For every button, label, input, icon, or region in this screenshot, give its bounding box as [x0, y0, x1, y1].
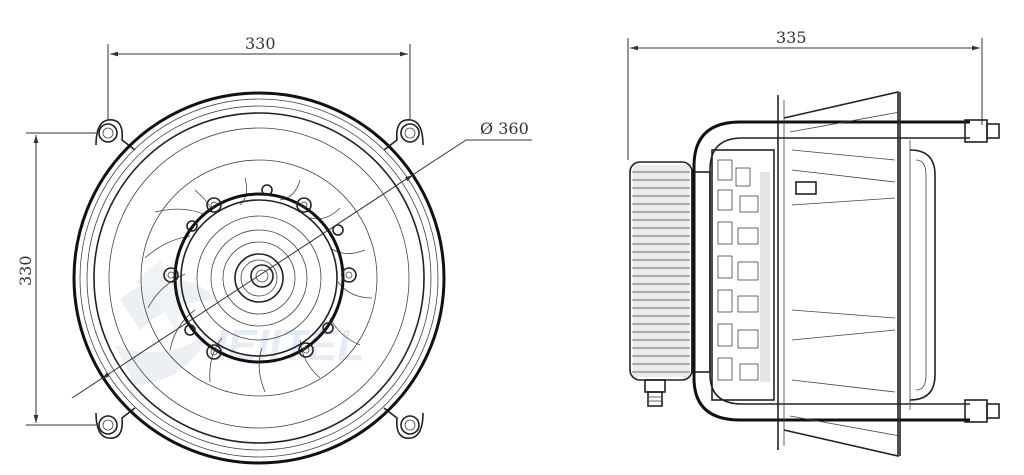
- width-dimension: 330: [107, 34, 411, 120]
- motor-fins: [629, 161, 711, 381]
- bolt-pattern: [163, 184, 357, 360]
- cable-gland: [644, 379, 666, 407]
- diameter-dimension-label: Ø 360: [480, 119, 529, 138]
- diameter-dimension: Ø 360: [71, 119, 532, 399]
- impeller-cone: [777, 90, 936, 458]
- height-dimension-label: 330: [16, 255, 35, 286]
- electronics-block: [711, 149, 775, 401]
- height-dimension: 330: [16, 132, 96, 426]
- mounting-frame: [692, 119, 1000, 423]
- outer-rings: [72, 91, 446, 465]
- front-view: IEIITEL: [16, 34, 532, 465]
- mounting-holes: [98, 123, 420, 435]
- depth-dimension: 335: [627, 28, 983, 160]
- depth-dimension-label: 335: [776, 28, 807, 47]
- watermark-text: IEIITEL: [215, 321, 364, 370]
- side-view: 335: [627, 28, 1000, 458]
- width-dimension-label: 330: [245, 34, 276, 53]
